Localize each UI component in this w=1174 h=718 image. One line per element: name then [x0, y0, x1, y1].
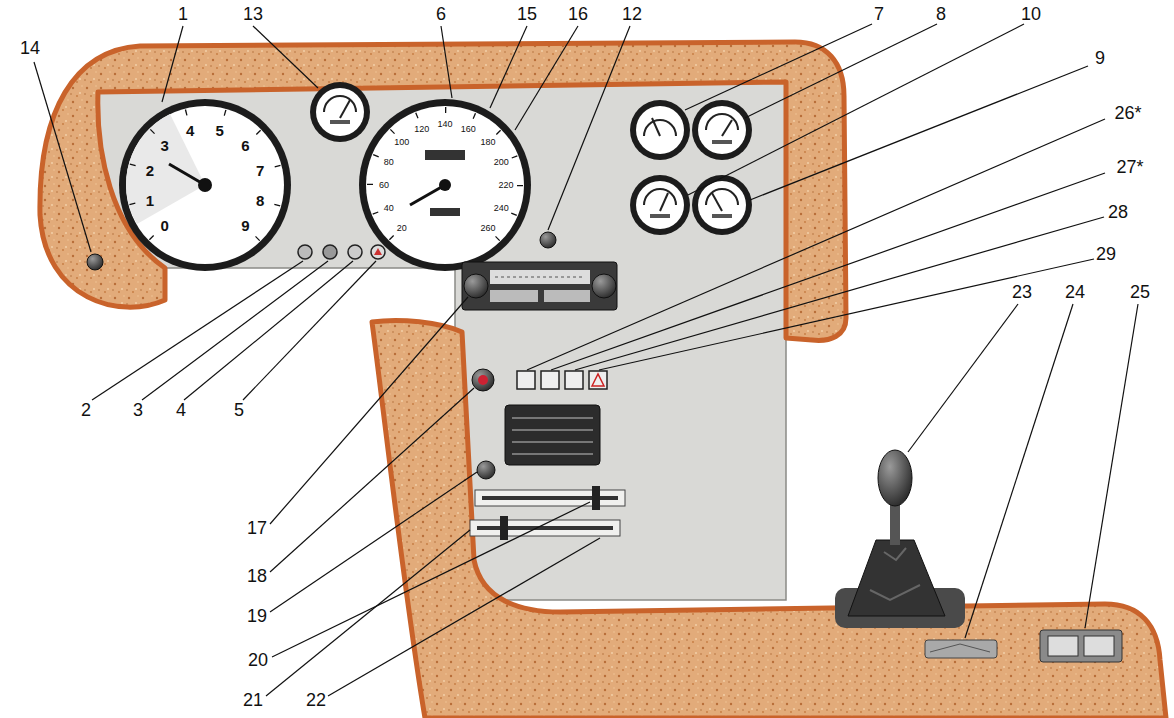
speedometer-number: 160: [461, 124, 476, 133]
speedometer-number: 60: [379, 181, 389, 190]
callout-number: 25: [1130, 283, 1150, 301]
tachometer-number: 2: [146, 163, 154, 178]
tachometer-number: 3: [161, 137, 169, 152]
speedometer-number: 240: [494, 204, 509, 213]
speedometer-number: 20: [397, 224, 407, 233]
callout-number: 22: [306, 691, 326, 709]
callout-number: 18: [247, 567, 267, 585]
tachometer-number: 6: [241, 137, 249, 152]
callout-number: 17: [247, 519, 267, 537]
callout-number: 23: [1012, 283, 1032, 301]
tachometer-number: 8: [256, 192, 264, 207]
callout-number: 28: [1108, 203, 1128, 221]
tachometer-number: 0: [161, 218, 169, 233]
callout-number: 21: [243, 691, 263, 709]
speedometer-number: 140: [437, 120, 452, 129]
callout-number: 14: [20, 39, 40, 57]
tachometer-number: 1: [146, 192, 154, 207]
callout-number: 10: [1021, 5, 1041, 23]
callout-number: 15: [517, 5, 537, 23]
callout-number: 27*: [1116, 158, 1143, 176]
tachometer-number: 4: [186, 122, 194, 137]
speedometer-number: 220: [498, 181, 513, 190]
callout-number: 29: [1096, 245, 1116, 263]
callout-number: 2: [81, 401, 91, 419]
callout-number: 19: [247, 607, 267, 625]
callout-number: 7: [874, 5, 884, 23]
callout-number: 24: [1065, 283, 1085, 301]
callout-number: 12: [622, 5, 642, 23]
callout-number: 26*: [1114, 104, 1141, 122]
speedometer-number: 120: [414, 124, 429, 133]
callout-number: 5: [234, 401, 244, 419]
callout-number: 13: [243, 5, 263, 23]
speedometer-number: 100: [394, 137, 409, 146]
speedometer-number: 40: [384, 204, 394, 213]
callout-number: 1: [178, 5, 188, 23]
tachometer-number: 7: [256, 163, 264, 178]
tachometer-number: 9: [241, 218, 249, 233]
speedometer-number: 80: [384, 157, 394, 166]
tachometer-number: 5: [216, 122, 224, 137]
callout-number: 16: [568, 5, 588, 23]
callout-number: 3: [133, 401, 143, 419]
callout-number: 9: [1095, 49, 1105, 67]
speedometer-number: 260: [481, 224, 496, 233]
callout-number: 4: [176, 401, 186, 419]
callout-number: 8: [936, 5, 946, 23]
callout-number: 6: [436, 5, 446, 23]
speedometer-number: 180: [481, 137, 496, 146]
callout-number: 20: [248, 651, 268, 669]
speedometer-number: 200: [494, 157, 509, 166]
